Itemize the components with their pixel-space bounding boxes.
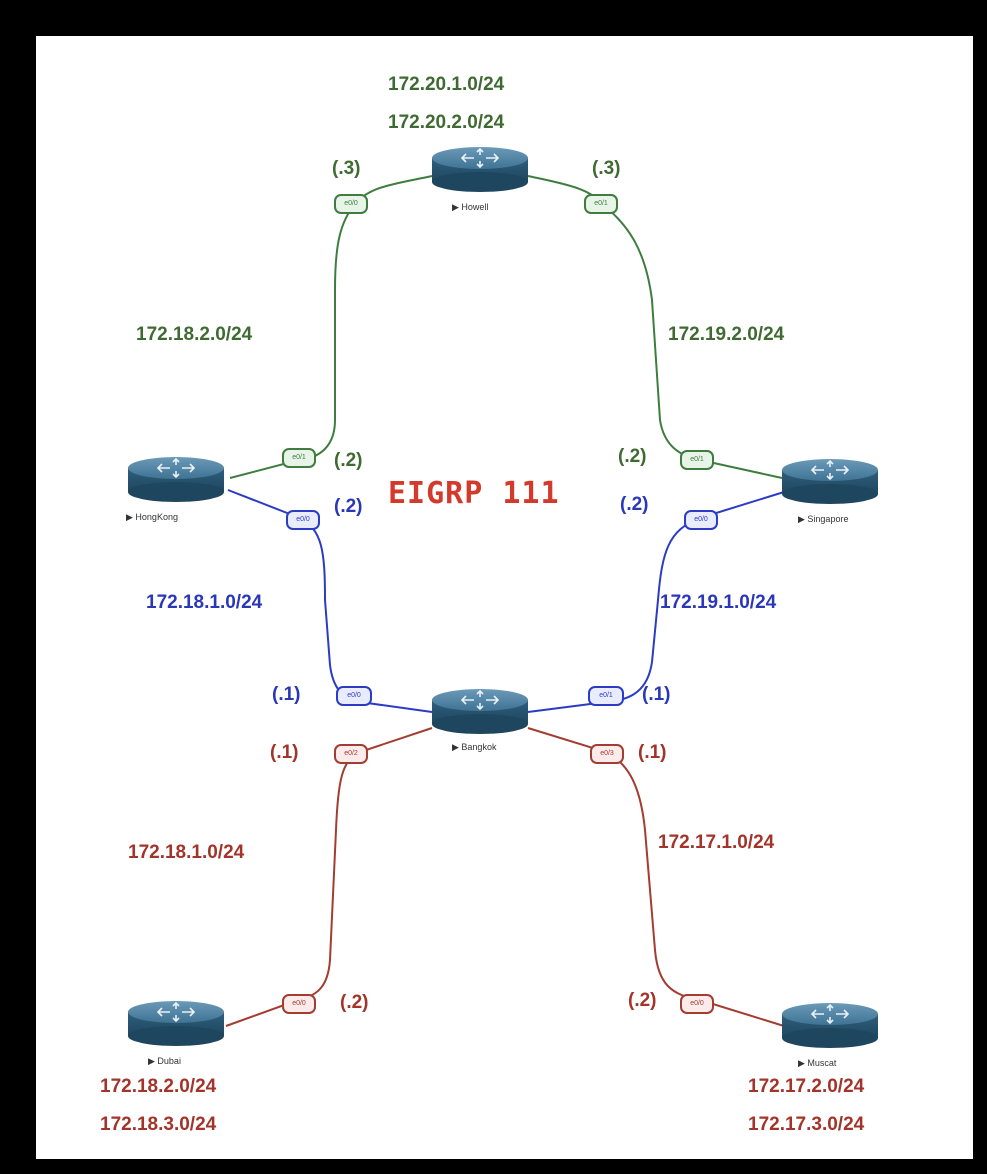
- network-label-left-blue-link: 172.18.1.0/24: [146, 592, 263, 613]
- network-label-dubai-lan-2: 172.18.3.0/24: [100, 1114, 217, 1135]
- host-id-hongkong-blue: (.2): [334, 496, 363, 517]
- interface-hongkong-blue[interactable]: e0/0: [286, 510, 320, 530]
- router-bangkok-label: ▶ Bangkok: [452, 742, 497, 752]
- host-id-howell-left: (.3): [332, 158, 361, 179]
- interface-singapore-blue[interactable]: e0/0: [684, 510, 718, 530]
- host-id-muscat: (.2): [628, 990, 657, 1011]
- network-label-right-red-link: 172.17.1.0/24: [658, 832, 775, 853]
- interface-bangkok-red-left[interactable]: e0/2: [334, 744, 368, 764]
- interface-dubai[interactable]: e0/0: [282, 994, 316, 1014]
- router-bangkok-name: Bangkok: [461, 742, 497, 752]
- network-label-muscat-lan-1: 172.17.2.0/24: [748, 1076, 865, 1097]
- interface-bangkok-red-right[interactable]: e0/3: [590, 744, 624, 764]
- host-id-bangkok-red-left: (.1): [270, 742, 299, 763]
- router-bangkok-icon[interactable]: [431, 688, 529, 735]
- network-label-right-blue-link: 172.19.1.0/24: [660, 592, 777, 613]
- router-howell-label: ▶ Howell: [452, 202, 489, 212]
- host-id-hongkong-green: (.2): [334, 450, 363, 471]
- interface-howell-right[interactable]: e0/1: [584, 194, 618, 214]
- host-id-bangkok-blue-left: (.1): [272, 684, 301, 705]
- interface-muscat[interactable]: e0/0: [680, 994, 714, 1014]
- network-label-top-lan-2: 172.20.2.0/24: [388, 112, 505, 133]
- interface-hongkong-green[interactable]: e0/1: [282, 448, 316, 468]
- router-muscat-label: ▶ Muscat: [798, 1058, 837, 1068]
- host-id-singapore-green: (.2): [618, 446, 647, 467]
- router-hongkong-label: ▶ HongKong: [126, 512, 178, 522]
- host-id-bangkok-red-right: (.1): [638, 742, 667, 763]
- network-label-dubai-lan-1: 172.18.2.0/24: [100, 1076, 217, 1097]
- host-id-bangkok-blue-right: (.1): [642, 684, 671, 705]
- router-dubai-icon[interactable]: [127, 1000, 225, 1047]
- network-label-left-green-link: 172.18.2.0/24: [136, 324, 253, 345]
- network-label-right-green-link: 172.19.2.0/24: [668, 324, 785, 345]
- router-hongkong-icon[interactable]: [127, 456, 225, 503]
- host-id-howell-right: (.3): [592, 158, 621, 179]
- host-id-singapore-blue: (.2): [620, 494, 649, 515]
- router-dubai-label: ▶ Dubai: [148, 1056, 181, 1066]
- network-label-left-red-link: 172.18.1.0/24: [128, 842, 245, 863]
- interface-bangkok-blue-right[interactable]: e0/1: [588, 686, 624, 706]
- router-singapore-icon[interactable]: [781, 458, 879, 505]
- router-singapore-label: ▶ Singapore: [798, 514, 849, 524]
- link-howell-hongkong: [229, 175, 433, 479]
- network-label-top-lan-1: 172.20.1.0/24: [388, 74, 505, 95]
- link-bangkok-dubai: [225, 727, 433, 1027]
- link-bangkok-muscat: [527, 727, 785, 1027]
- network-label-muscat-lan-2: 172.17.3.0/24: [748, 1114, 865, 1135]
- link-singapore-bangkok: [527, 491, 785, 713]
- diagram-canvas: [36, 36, 973, 1159]
- link-howell-singapore: [527, 175, 783, 479]
- router-dubai-name: Dubai: [157, 1056, 181, 1066]
- router-hongkong-name: HongKong: [135, 512, 178, 522]
- interface-singapore-green[interactable]: e0/1: [680, 450, 714, 470]
- diagram-title: EIGRP 111: [388, 476, 560, 511]
- router-muscat-icon[interactable]: [781, 1002, 879, 1049]
- host-id-dubai: (.2): [340, 992, 369, 1013]
- router-muscat-name: Muscat: [807, 1058, 837, 1068]
- router-howell-name: Howell: [461, 202, 489, 212]
- interface-bangkok-blue-left[interactable]: e0/0: [336, 686, 372, 706]
- router-howell-icon[interactable]: [431, 146, 529, 193]
- interface-howell-left[interactable]: e0/0: [334, 194, 368, 214]
- router-singapore-name: Singapore: [807, 514, 849, 524]
